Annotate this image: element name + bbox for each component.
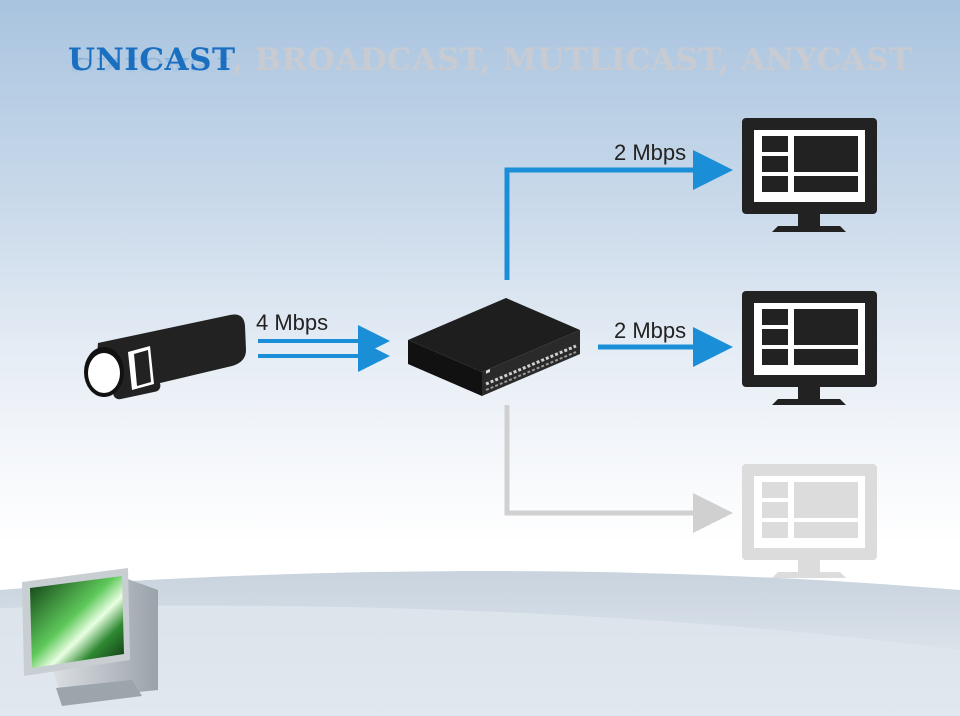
input-link [258, 325, 390, 372]
title-other-terms: , BROADCAST, MUTLICAST, ANYCAST [232, 42, 913, 78]
monitor-icon [742, 464, 877, 578]
camera-icon [84, 314, 246, 400]
footer-wave [0, 571, 960, 716]
monitor-icon [742, 291, 877, 405]
output-link-top [504, 150, 733, 280]
output-middle-rate-label: 2 Mbps [614, 318, 686, 343]
input-rate-label: 4 Mbps [256, 310, 328, 335]
output-link-bottom [504, 405, 733, 533]
computer-monitor-icon [22, 568, 158, 706]
monitor-icon [742, 118, 877, 232]
network-switch-icon [408, 298, 580, 396]
output-top-rate-label: 2 Mbps [614, 140, 686, 165]
title-active-term: UNICAST [68, 42, 233, 78]
slide-title: UNICAST, BROADCAST, MUTLICAST, ANYCAST [68, 42, 913, 78]
